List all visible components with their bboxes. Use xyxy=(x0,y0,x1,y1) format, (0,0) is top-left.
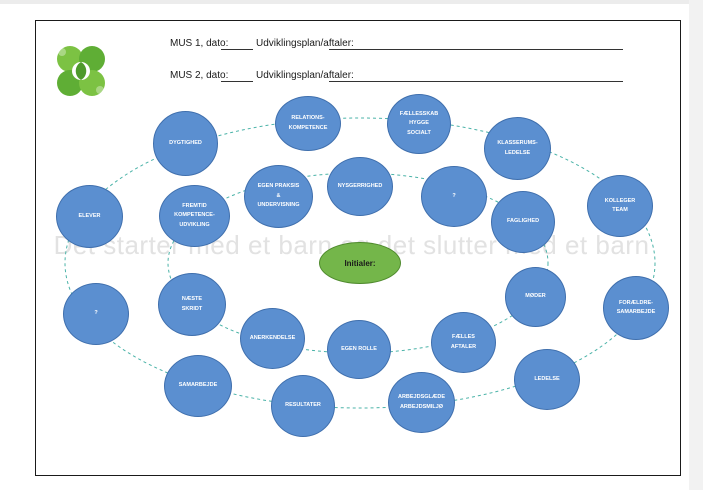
bubble-resultater: RESULTATER xyxy=(271,375,335,437)
bubble-faelles-aftaler: FÆLLES AFTALER xyxy=(431,312,496,373)
initials-label: Initialer: xyxy=(344,258,376,268)
bubble-question-inner: ? xyxy=(421,166,487,227)
bubble-dygtighed: DYGTIGHED xyxy=(153,111,218,176)
bubble-samarbejde: SAMARBEJDE xyxy=(164,355,232,417)
bubble-arbejdsglaede: ARBEJDSGLÆDE ARBEJDSMILJØ xyxy=(388,372,455,433)
bubble-fremtid: FREMTID KOMPETENCE- UDVIKLING xyxy=(159,185,230,247)
initials-center-ellipse[interactable]: Initialer: xyxy=(319,242,401,284)
bubble-klasserumsledelse: KLASSERUMS- LEDELSE xyxy=(484,117,551,180)
mus1-plan-blank[interactable] xyxy=(329,49,623,50)
mus1-date-blank[interactable] xyxy=(221,49,253,50)
bubble-elever: ELEVER xyxy=(56,185,123,248)
mus2-date-label: MUS 2, dato: xyxy=(170,70,229,81)
mus2-plan-blank[interactable] xyxy=(329,81,623,82)
bubble-ledelse: LEDELSE xyxy=(514,349,580,410)
bubble-moder: MØDER xyxy=(505,267,566,327)
bubble-anerkendelse: ANERKENDELSE xyxy=(240,308,305,369)
bubble-faglighed: FAGLIGHED xyxy=(491,191,555,253)
bubble-relationskompetence: RELATIONS- KOMPETENCE xyxy=(275,96,341,151)
mus1-plan-label: Udviklingsplan/aftaler: xyxy=(256,38,354,49)
bubble-kolleger-team: KOLLEGER TEAM xyxy=(587,175,653,237)
green-clover-puzzle-icon xyxy=(57,46,105,96)
bubble-foraeldresamarbejde: FORÆLDRE- SAMARBEJDE xyxy=(603,276,669,340)
bubble-egen-praksis: EGEN PRAKSIS & UNDERVISNING xyxy=(244,165,313,228)
bubble-nysgerrighed: NYSGERRIGHED xyxy=(327,157,393,216)
bubble-naeste-skridt: NÆSTE SKRIDT xyxy=(158,273,226,336)
viewer-top-strip xyxy=(0,0,703,4)
mus1-date-label: MUS 1, dato: xyxy=(170,38,229,49)
bubble-egen-rolle: EGEN ROLLE xyxy=(327,320,391,379)
mus2-date-blank[interactable] xyxy=(221,81,253,82)
viewer-scrollbar-track[interactable] xyxy=(689,0,703,490)
bubble-question-outer: ? xyxy=(63,283,129,345)
bubble-faellesskab: FÆLLESSKAB HYGGE SOCIALT xyxy=(387,94,451,154)
mus2-plan-label: Udviklingsplan/aftaler: xyxy=(256,70,354,81)
